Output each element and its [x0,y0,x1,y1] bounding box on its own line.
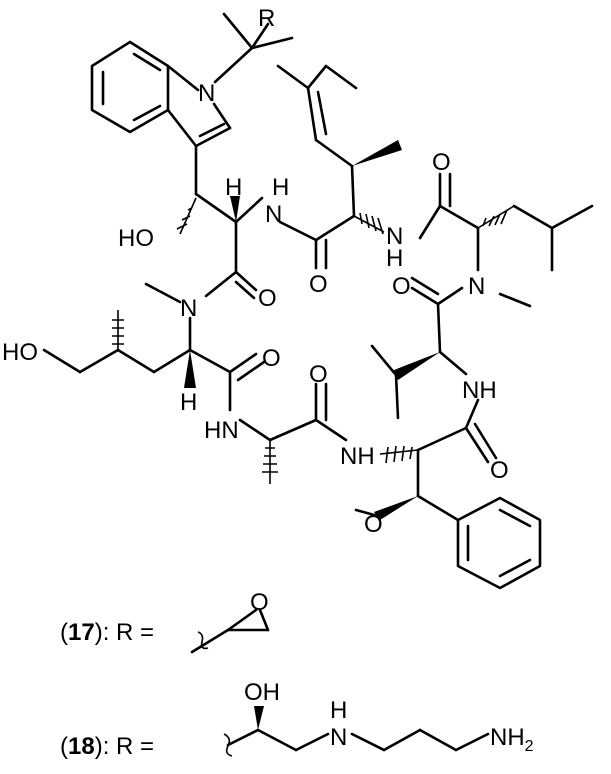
indole-nitrogen: N [198,80,215,107]
hydroxyl-side-label: HO [2,339,38,366]
amide-hydrogen-top: H [272,174,289,201]
methoxy-oxygen: O [364,511,383,538]
amide-nh-bottom: NH [340,443,375,470]
macrocycle-backbone [278,172,594,522]
carbonyl-oxygen-top-right: O [432,149,451,176]
gem-dimethyl-group [222,12,294,50]
legend-17: (17): R = [60,619,154,646]
compound-legend: (17): R = O (18): R = OH H N NH2 [60,589,534,760]
aminopropyl-substituent [223,706,490,757]
substituent-amine-hydrogen: H [330,697,347,724]
amide-nh-left: HN [204,417,239,444]
hydrogen-lower: H [180,389,197,416]
hydroxyl-label: HO [118,225,154,252]
carbonyl-oxygen-trp: O [258,285,277,312]
amide-nitrogen-mid: N [386,223,403,250]
carbonyl-oxygen-right: O [392,273,411,300]
carbonyl-oxygen-mid: O [309,271,328,298]
prenyl-chain [276,64,402,218]
left-backbone [42,270,348,484]
atom-labels: R N HO H H N N H O O O N O N HO O H HN O… [2,5,509,538]
carbonyl-oxygen-left-amide: O [262,345,281,372]
n-methyl-nitrogen-right: N [468,273,485,300]
r-group-label: R [258,5,275,32]
amide-hydrogen-mid: H [386,245,403,272]
substituent-amine-nitrogen: N [330,724,347,751]
epoxide-oxygen: O [250,589,269,616]
indole-ring [90,40,254,148]
epoxide-substituent [190,608,270,654]
n-methyl-nitrogen-left: N [180,295,197,322]
substituent-hydroxyl: OH [244,679,280,706]
amide-nh-right: NH [462,377,497,404]
substituent-terminal-amine: NH2 [490,724,534,755]
tryptophan-chain [176,144,264,274]
carbonyl-oxygen-ala: O [309,361,328,388]
amide-nitrogen-top: N [265,201,282,228]
alpha-hydrogen: H [225,174,242,201]
legend-18: (18): R = [60,733,154,760]
phenyl-ring [456,496,542,590]
carbonyl-oxygen-bottom-right: O [490,457,509,484]
